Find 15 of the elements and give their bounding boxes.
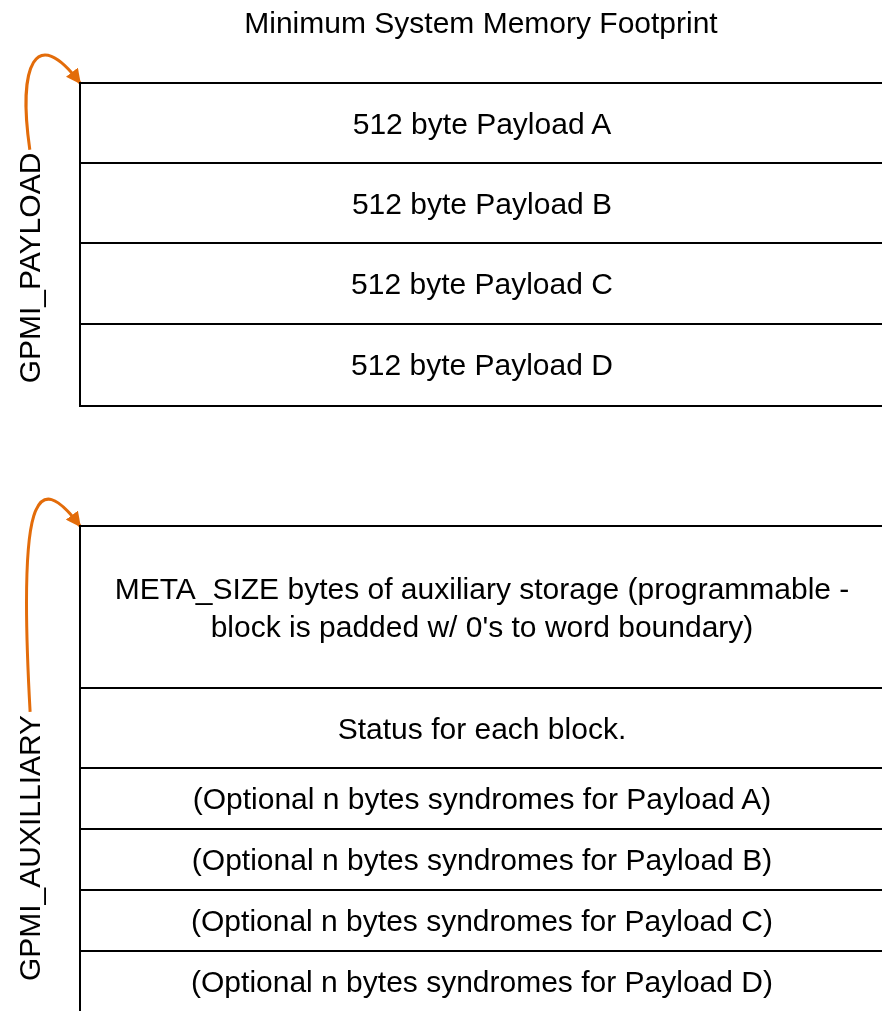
diagram-title: Minimum System Memory Footprint xyxy=(243,6,719,40)
arrow xyxy=(24,53,82,150)
memory-block: Status for each block. xyxy=(79,687,882,770)
memory-block: 512 byte Payload D xyxy=(79,323,882,407)
memory-block: (Optional n bytes syndromes for Payload D) xyxy=(79,950,882,1011)
memory-block: (Optional n bytes syndromes for Payload B) xyxy=(79,828,882,892)
region-label: GPMI_AUXILLIARY xyxy=(15,714,46,982)
region-label: GPMI_PAYLOAD xyxy=(14,152,45,384)
memory-block: 512 byte Payload A xyxy=(79,82,882,165)
memory-block: META_SIZE bytes of auxiliary storage (programmable - block is padded w/ 0's to word boundary) xyxy=(79,525,882,690)
arrow xyxy=(25,498,82,712)
memory-block: (Optional n bytes syndromes for Payload A) xyxy=(79,767,882,831)
memory-block: 512 byte Payload B xyxy=(79,162,882,245)
memory-block: 512 byte Payload C xyxy=(79,242,882,326)
memory-block: (Optional n bytes syndromes for Payload C) xyxy=(79,889,882,953)
